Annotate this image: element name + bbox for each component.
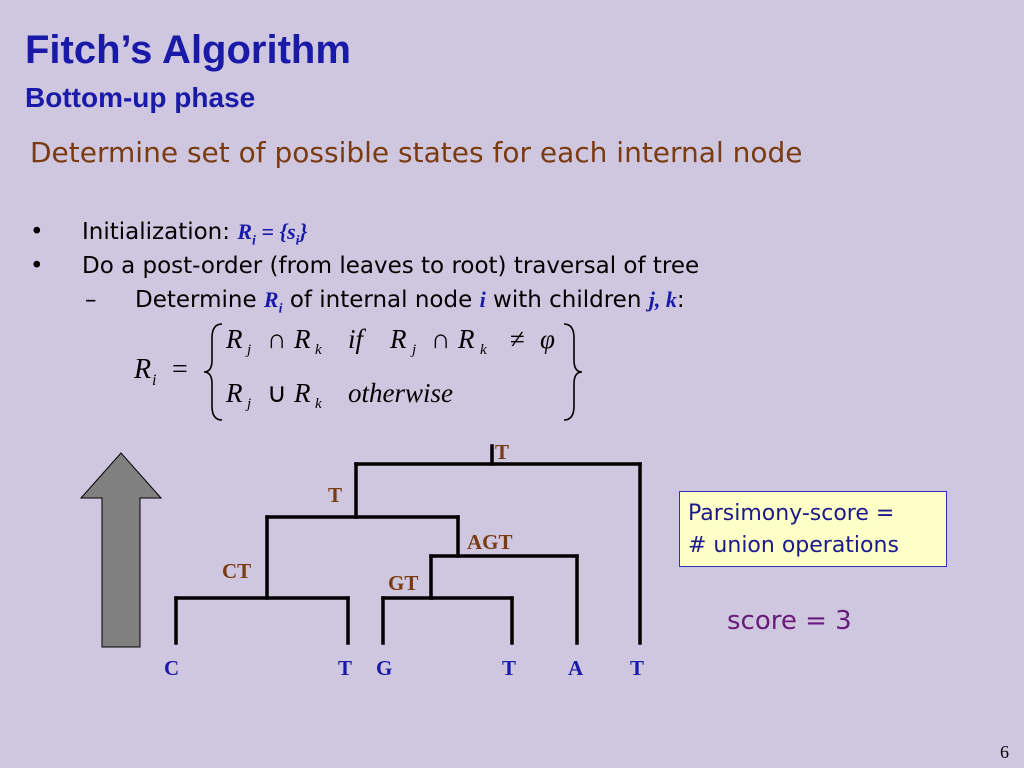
section-heading: Determine set of possible states for eac… [30,136,803,169]
formula-lhs: R i = [133,354,188,389]
bullet-text: Initialization: Ri = {si} [82,217,307,256]
node-label-n3: AGT [467,530,513,554]
leaf-label: T [630,656,644,680]
svg-text:∩: ∩ [431,324,451,354]
up-arrow-icon [79,452,163,648]
tree-branches [174,444,642,645]
fitch-formula: R i = R j ∩ R k if R j ∩ R k ≠ φ R j ∪ R… [133,323,583,421]
svg-text:R: R [457,324,475,354]
svg-text:R: R [225,378,243,408]
node-label-root: T [495,440,509,464]
bullet-marker: • [30,219,44,245]
leaf-label: G [376,656,392,680]
node-label-n4: GT [388,571,418,595]
page-number: 6 [1000,742,1009,762]
leaf-label: C [164,656,179,680]
svg-text:≠: ≠ [510,324,525,354]
bullet-label: Initialization: [82,219,231,245]
svg-text:R: R [293,378,311,408]
subbullet-text: Determine Ri of internal node i with chi… [135,285,685,324]
svg-text:φ: φ [540,324,555,354]
math-i: i [479,287,486,312]
svg-text:∩: ∩ [267,324,287,354]
formula-case-1: R j ∩ R k if R j ∩ R k ≠ φ [225,324,555,358]
svg-text:R: R [225,324,243,354]
slide-title: Fitch’s Algorithm [25,28,351,72]
subbullet-marker: – [85,287,97,313]
score-box-line-1: Parsimony-score = [688,501,895,526]
score-value: score = 3 [727,606,852,636]
left-brace [203,323,223,421]
node-label-n1: T [328,483,342,507]
svg-text:R: R [293,324,311,354]
subbullet-label-a: Determine [135,287,257,313]
slide-subtitle: Bottom-up phase [25,82,256,113]
math-ri: Ri [263,287,283,317]
svg-text:i: i [152,372,156,389]
svg-text:otherwise: otherwise [348,378,453,408]
svg-text:R: R [389,324,407,354]
leaf-label: A [568,656,584,680]
svg-text:j: j [245,396,251,412]
subbullet-colon: : [676,287,685,313]
leaf-label: T [502,656,516,680]
bullet-text: Do a post-order (from leaves to root) tr… [82,253,700,279]
score-box-line-2: # union operations [688,533,899,558]
math-jk: j, k [648,287,677,312]
formula-case-2: R j ∪ R k otherwise [225,378,453,412]
parsimony-score-box: Parsimony-score = # union operations [679,491,947,567]
svg-text:k: k [480,342,487,358]
svg-text:k: k [315,396,322,412]
subbullet-label-b: of internal node [289,287,473,313]
svg-text:if: if [348,324,367,354]
svg-text:j: j [410,342,416,358]
leaf-label: T [338,656,352,680]
node-label-n2: CT [222,559,251,583]
svg-text:=: = [172,354,188,385]
internal-node-labels: T T CT AGT GT [222,440,513,595]
bullet-marker: • [30,253,44,279]
svg-text:k: k [315,342,322,358]
svg-text:j: j [245,342,251,358]
svg-text:∪: ∪ [267,378,287,408]
leaf-labels: C T G T A T [164,656,644,680]
svg-text:R: R [133,354,151,385]
subbullet-label-c: with children [493,287,642,313]
init-formula: Ri = {si} [237,219,308,249]
right-brace [563,323,583,421]
